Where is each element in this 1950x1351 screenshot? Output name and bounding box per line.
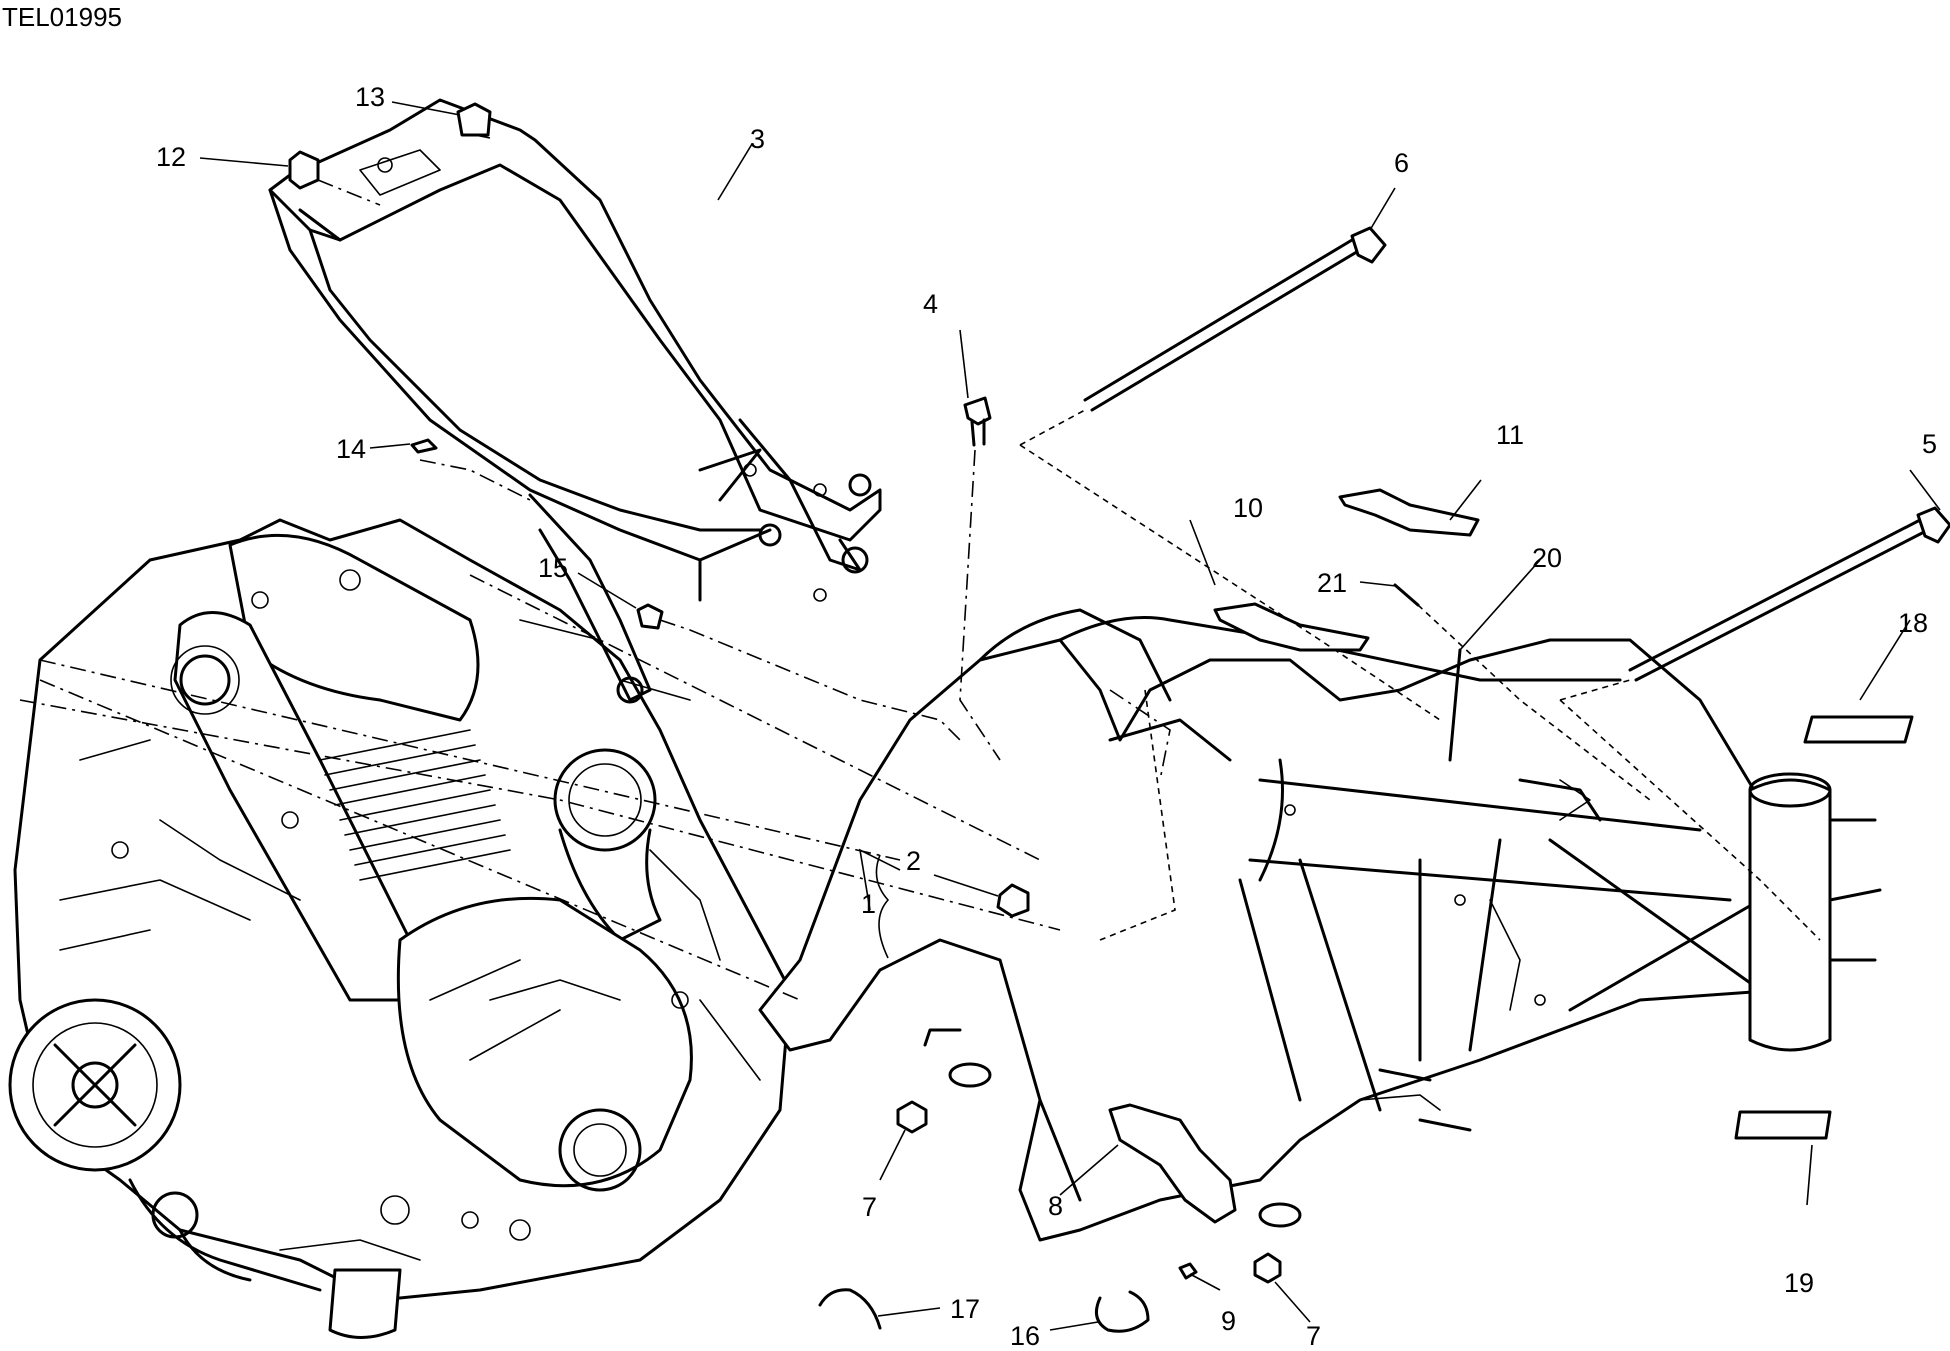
callout-20: 20 — [1532, 543, 1562, 573]
callout-6: 6 — [1394, 148, 1409, 178]
callout-8: 8 — [1048, 1191, 1063, 1221]
callout-21: 21 — [1317, 568, 1347, 598]
callout-2: 2 — [906, 846, 921, 876]
main-frame — [758, 608, 1882, 1242]
callout-18: 18 — [1898, 608, 1928, 638]
callout-7-left: 7 — [862, 1192, 877, 1222]
fastener-parts — [288, 102, 1950, 1333]
callout-11: 11 — [1496, 420, 1524, 450]
callout-13: 13 — [355, 82, 385, 112]
engine-assembly — [8, 518, 792, 1339]
drawing-code: TEL01995 — [2, 2, 122, 32]
leader-lines — [199, 101, 1941, 1331]
callout-9: 9 — [1221, 1306, 1236, 1336]
callout-numbers: 12 13 3 4 6 5 14 15 11 10 21 20 18 2 1 7… — [156, 82, 1937, 1351]
callout-3: 3 — [750, 124, 765, 154]
callout-17: 17 — [950, 1294, 980, 1324]
callout-19: 19 — [1784, 1268, 1814, 1298]
callout-14: 14 — [336, 434, 366, 464]
callout-10: 10 — [1233, 493, 1263, 523]
callout-12: 12 — [156, 142, 186, 172]
callout-16: 16 — [1010, 1321, 1040, 1351]
callout-5: 5 — [1922, 429, 1937, 459]
callout-4: 4 — [923, 289, 938, 319]
assembly-lines — [19, 134, 1821, 1001]
callout-7-right: 7 — [1306, 1321, 1321, 1351]
rear-subframe — [268, 98, 882, 704]
callout-1: 1 — [861, 889, 876, 919]
callout-15: 15 — [538, 553, 568, 583]
